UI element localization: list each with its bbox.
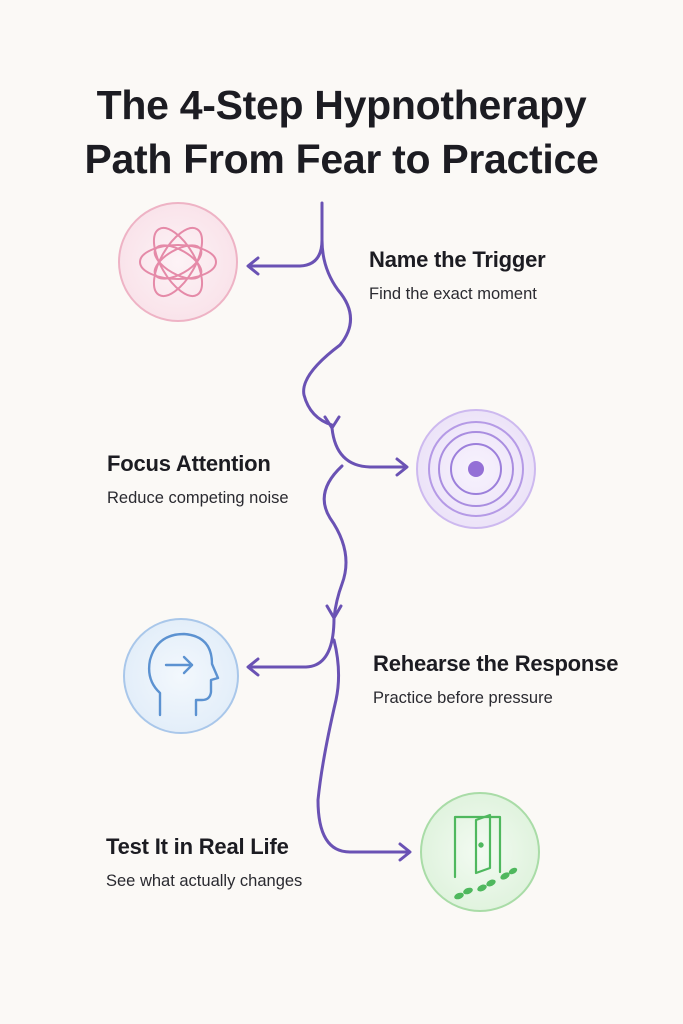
step-focus-attention: Focus Attention Reduce competing noise <box>107 451 289 508</box>
page-title: The 4-Step Hypnotherapy Path From Fear t… <box>0 78 683 186</box>
connector-path <box>248 201 410 854</box>
step-title: Name the Trigger <box>369 247 546 272</box>
step-title: Rehearse the Response <box>373 651 619 676</box>
head-arrow-icon <box>123 618 239 734</box>
step-description: Practice before pressure <box>373 689 553 707</box>
step-test-it-in-real-life: Test It in Real Life See what actually c… <box>106 834 302 891</box>
knot-icon <box>118 202 238 322</box>
step-description: Find the exact moment <box>369 285 537 303</box>
step-name-the-trigger: Name the Trigger Find the exact moment <box>369 247 546 304</box>
title-line-1: The 4-Step Hypnotherapy <box>96 82 587 128</box>
step-title: Test It in Real Life <box>106 834 289 859</box>
target-icon <box>416 409 536 529</box>
step-rehearse-the-response: Rehearse the Response Practice before pr… <box>373 651 618 708</box>
title-line-2: Path From Fear to Practice <box>84 136 599 182</box>
step-description: See what actually changes <box>106 872 303 890</box>
step-title: Focus Attention <box>107 451 271 476</box>
door-footsteps-icon <box>420 792 540 912</box>
arrowheads <box>246 256 412 862</box>
step-description: Reduce competing noise <box>107 489 289 507</box>
